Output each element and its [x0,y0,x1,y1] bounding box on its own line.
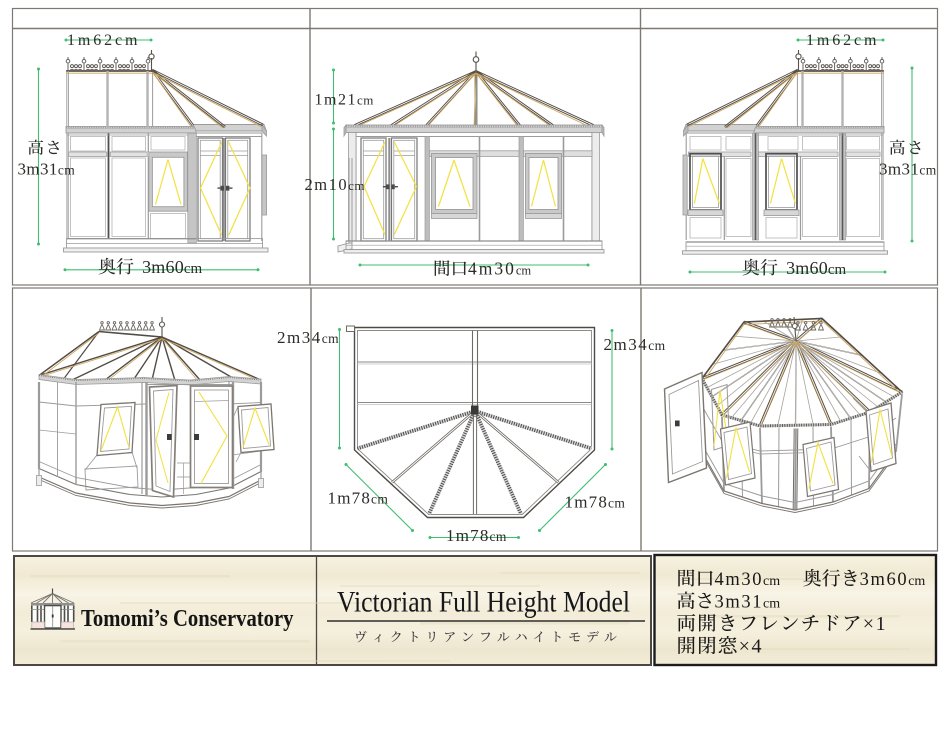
svg-text:cm: cm [357,93,374,108]
svg-text:cm: cm [184,261,203,277]
svg-text:cm: cm [516,264,532,278]
svg-text:3m31: 3m31 [715,593,764,613]
svg-text:3m31: 3m31 [18,160,58,179]
svg-text:cm: cm [763,574,780,589]
svg-text:2m34: 2m34 [604,335,649,354]
svg-text:Tomomi’s Conservatory: Tomomi’s Conservatory [81,606,294,632]
svg-text:1m62cm: 1m62cm [67,32,140,49]
svg-text:3m60: 3m60 [860,570,909,590]
svg-text:3m60: 3m60 [142,257,184,277]
svg-text:3m60: 3m60 [786,258,828,278]
svg-text:×1: ×1 [863,613,887,635]
svg-text:cm: cm [919,163,936,178]
svg-text:cm: cm [490,529,507,544]
svg-text:1m78: 1m78 [565,493,609,512]
svg-text:cm: cm [828,262,847,278]
svg-text:2m10: 2m10 [305,175,349,194]
svg-text:cm: cm [348,178,365,193]
svg-text:cm: cm [58,163,75,178]
svg-text:cm: cm [371,492,388,507]
svg-text:4m30: 4m30 [715,570,764,590]
svg-text:1m78: 1m78 [328,489,372,508]
svg-text:1m62cm: 1m62cm [806,32,879,49]
svg-text:cm: cm [608,496,625,511]
svg-text:2m34: 2m34 [277,328,322,347]
svg-text:1m78: 1m78 [446,526,490,545]
svg-text:4m30: 4m30 [468,259,516,279]
svg-text:3m31: 3m31 [879,160,919,179]
svg-text:cm: cm [763,597,780,612]
svg-text:1m21: 1m21 [315,92,357,109]
svg-text:Victorian Full Height Model: Victorian Full Height Model [337,586,630,619]
svg-text:cm: cm [322,331,339,346]
svg-text:×4: ×4 [739,636,763,658]
svg-text:cm: cm [648,338,665,353]
svg-text:cm: cm [908,574,925,589]
